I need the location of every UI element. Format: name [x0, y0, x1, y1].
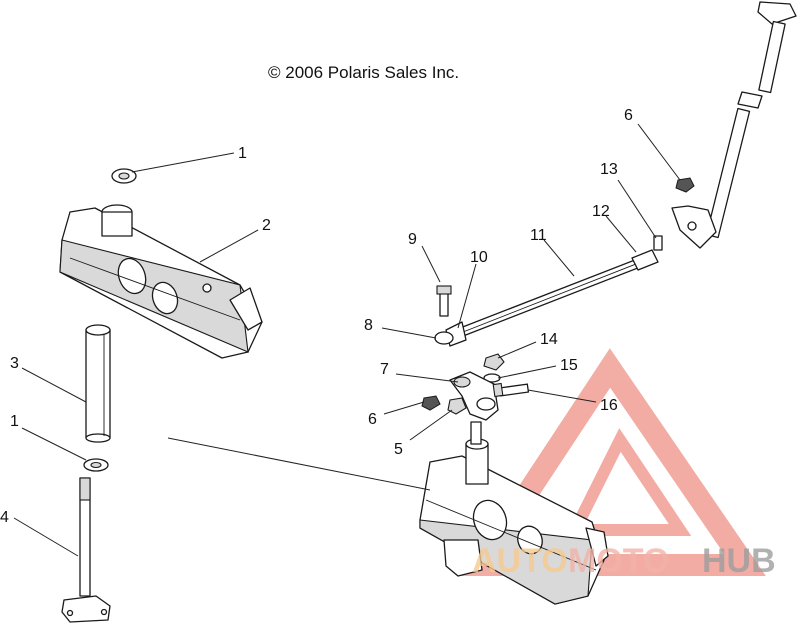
upper-bracket-part: [59, 204, 263, 359]
callout-label: 13: [600, 161, 618, 178]
callout-label: 1: [10, 413, 19, 430]
callout-label: 9: [408, 231, 417, 248]
watermark-text: AUTO MOTO HUB: [472, 542, 776, 580]
callout-label: 11: [530, 227, 547, 244]
callout-label: 2: [262, 217, 271, 234]
callout-labels: 1 2 3 1 4 9 10 11 12 13 6 8 14 7 15 6 16…: [0, 107, 633, 526]
watermark-logo: [459, 348, 766, 576]
callout-label: 3: [10, 355, 19, 372]
svg-text:HUB: HUB: [702, 542, 776, 580]
nut-part: [421, 395, 441, 411]
bolt-part: [492, 382, 530, 398]
callout-label: 1: [238, 145, 247, 162]
callout-label: 12: [592, 203, 610, 220]
bolt-part: [436, 285, 452, 317]
svg-text:MOTO: MOTO: [568, 542, 669, 580]
svg-text:AUTO: AUTO: [472, 542, 568, 580]
steering-post-part: [85, 324, 111, 443]
copyright-text: © 2006 Polaris Sales Inc.: [268, 63, 459, 82]
callout-label: 6: [624, 107, 633, 124]
nut-part: [447, 397, 467, 415]
washer-part: [111, 168, 137, 184]
steering-column-part: [671, 1, 797, 249]
callout-label: 5: [394, 441, 403, 458]
pitman-arm-part: [449, 371, 499, 421]
callout-label: 10: [470, 249, 488, 266]
callout-label: 4: [0, 509, 9, 526]
callout-label: 16: [600, 397, 618, 414]
callout-label: 8: [364, 317, 373, 334]
nut-part: [675, 177, 695, 193]
steering-shaft-part: [61, 477, 111, 623]
callout-label: 15: [560, 357, 578, 374]
callout-label: 7: [380, 361, 389, 378]
leader-lines: [13, 123, 681, 557]
callout-label: 6: [368, 411, 377, 428]
lower-bracket-part: [419, 421, 609, 605]
tie-rod-part: [445, 235, 663, 347]
spacer-part: [434, 331, 454, 345]
callout-label: 14: [540, 331, 558, 348]
washer-part: [83, 458, 109, 472]
